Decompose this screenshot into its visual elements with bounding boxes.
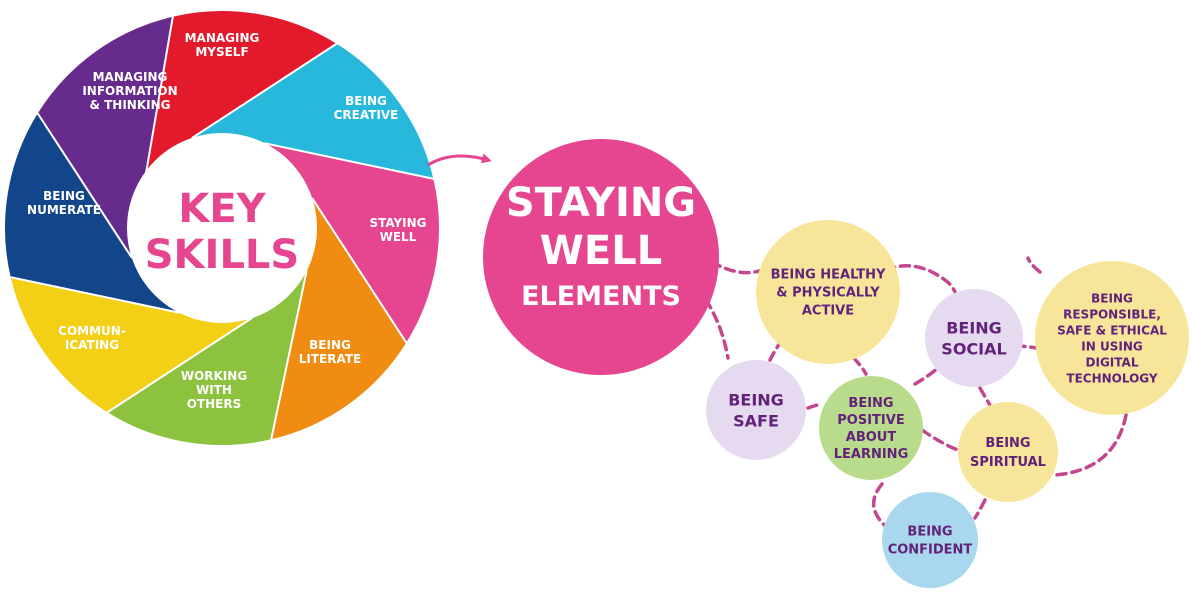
- element-label-line: BEING HEALTHY: [771, 268, 886, 283]
- element-bubble-circle: [925, 289, 1023, 387]
- element-label-line: ABOUT: [846, 430, 897, 445]
- element-bubble-being-safe: BEING SAFE: [706, 360, 806, 460]
- connector-positive-social: [913, 366, 940, 386]
- element-label-line: DIGITAL: [1086, 355, 1139, 369]
- element-label-line: SAFE & ETHICAL: [1057, 323, 1167, 337]
- element-bubble-circle: [958, 402, 1058, 502]
- wheel-label-line: INFORMATION: [82, 84, 177, 98]
- element-label-line: BEING: [1091, 291, 1133, 305]
- wheel-label-line: & THINKING: [89, 98, 170, 112]
- connector-hub-safe: [704, 298, 730, 360]
- wheel-label-line: WITH: [196, 383, 232, 397]
- connector-positive-spiritual: [920, 428, 960, 452]
- element-bubble-circle: [756, 220, 900, 364]
- element-label-line: TECHNOLOGY: [1066, 371, 1157, 385]
- wheel-label-line: BEING: [345, 94, 387, 108]
- element-bubble-healthy-active: BEING HEALTHY & PHYSICALLY ACTIVE: [756, 220, 900, 364]
- wheel-center: [127, 133, 317, 323]
- wheel-label-line: MANAGING: [185, 31, 260, 45]
- wheel-label-line: WELL: [380, 230, 417, 244]
- wheel-label-line: MYSELF: [195, 45, 248, 59]
- element-label-healthy-active: BEING HEALTHY & PHYSICALLY ACTIVE: [771, 268, 886, 319]
- wheel-label-line: ICATING: [65, 338, 119, 352]
- element-label-line: BEING: [848, 396, 893, 411]
- wheel-label-line: LITERATE: [299, 352, 361, 366]
- staying-well-title-line-1: STAYING: [506, 180, 696, 226]
- connector-hub-healthy: [710, 260, 764, 275]
- element-label-line: BEING: [907, 525, 952, 540]
- wheel-label-line: COMMUN-: [58, 324, 126, 338]
- wheel-label-line: WORKING: [181, 369, 247, 383]
- staying-well-title-line-2: WELL: [540, 228, 662, 274]
- element-label-being-safe: BEING SAFE: [728, 390, 784, 430]
- element-label-line: SOCIAL: [941, 339, 1006, 358]
- element-bubble-circle: [1035, 261, 1189, 415]
- element-label-being-confident: BEING CONFIDENT: [888, 525, 973, 558]
- wheel-label-communicating: COMMUN-ICATING: [58, 324, 126, 352]
- connector-responsible-top: [1026, 256, 1042, 274]
- wheel-label-line: NUMERATE: [27, 203, 101, 217]
- element-label-line: BEING: [946, 318, 1002, 337]
- element-label-line: LEARNING: [834, 447, 909, 462]
- element-label-positive-learning: BEING POSITIVE ABOUT LEARNING: [834, 396, 909, 462]
- wheel-label-line: CREATIVE: [334, 108, 399, 122]
- staying-well-hub: STAYING WELL ELEMENTS: [483, 139, 719, 375]
- element-label-line: RESPONSIBLE,: [1063, 307, 1161, 321]
- connector-responsible-spiritual: [1053, 413, 1128, 477]
- key-skills-title-line-2: SKILLS: [145, 232, 299, 278]
- staying-well-hub-circle: [483, 139, 719, 375]
- element-bubble-positive-learning: BEING POSITIVE ABOUT LEARNING: [819, 376, 923, 480]
- element-label-line: ACTIVE: [802, 304, 854, 319]
- element-bubble-responsible-digital: BEING RESPONSIBLE, SAFE & ETHICAL IN USING D…: [1035, 261, 1189, 415]
- element-label-line: SAFE: [733, 411, 779, 430]
- wheel-label-line: STAYING: [369, 216, 426, 230]
- staying-well-elements: BEING HEALTHY & PHYSICALLY ACTIVE BEING SAFE…: [706, 220, 1189, 588]
- wheel-label-line: BEING: [43, 189, 85, 203]
- element-bubble-being-social: BEING SOCIAL: [925, 289, 1023, 387]
- element-label-line: SPIRITUAL: [970, 455, 1046, 470]
- staying-well-title-line-3: ELEMENTS: [521, 281, 681, 312]
- element-label-being-spiritual: BEING SPIRITUAL: [970, 436, 1046, 470]
- connector-spiritual-confident: [973, 498, 987, 520]
- wheel-label-line: OTHERS: [187, 397, 242, 411]
- element-label-being-social: BEING SOCIAL: [941, 318, 1006, 358]
- connector-social-spiritual: [978, 386, 992, 407]
- element-label-responsible-digital: BEING RESPONSIBLE, SAFE & ETHICAL IN USING D…: [1057, 291, 1167, 385]
- wheel-to-hub-arrow: [427, 153, 492, 167]
- element-label-line: BEING: [985, 436, 1030, 451]
- wheel-label-line: BEING: [309, 338, 351, 352]
- key-skills-title-line-1: KEY: [178, 186, 266, 232]
- element-bubble-being-spiritual: BEING SPIRITUAL: [958, 402, 1058, 502]
- element-label-line: & PHYSICALLY: [776, 286, 880, 301]
- element-bubble-circle: [706, 360, 806, 460]
- element-label-line: IN USING: [1081, 339, 1142, 353]
- connector-safe-positive: [806, 402, 824, 410]
- connector-healthy-social: [884, 264, 957, 294]
- element-label-line: POSITIVE: [837, 413, 904, 428]
- element-bubble-being-confident: BEING CONFIDENT: [882, 492, 978, 588]
- element-bubble-circle: [819, 376, 923, 480]
- element-bubble-circle: [882, 492, 978, 588]
- wheel-label-line: MANAGING: [93, 70, 168, 84]
- element-label-line: CONFIDENT: [888, 543, 973, 558]
- element-label-line: BEING: [728, 390, 784, 409]
